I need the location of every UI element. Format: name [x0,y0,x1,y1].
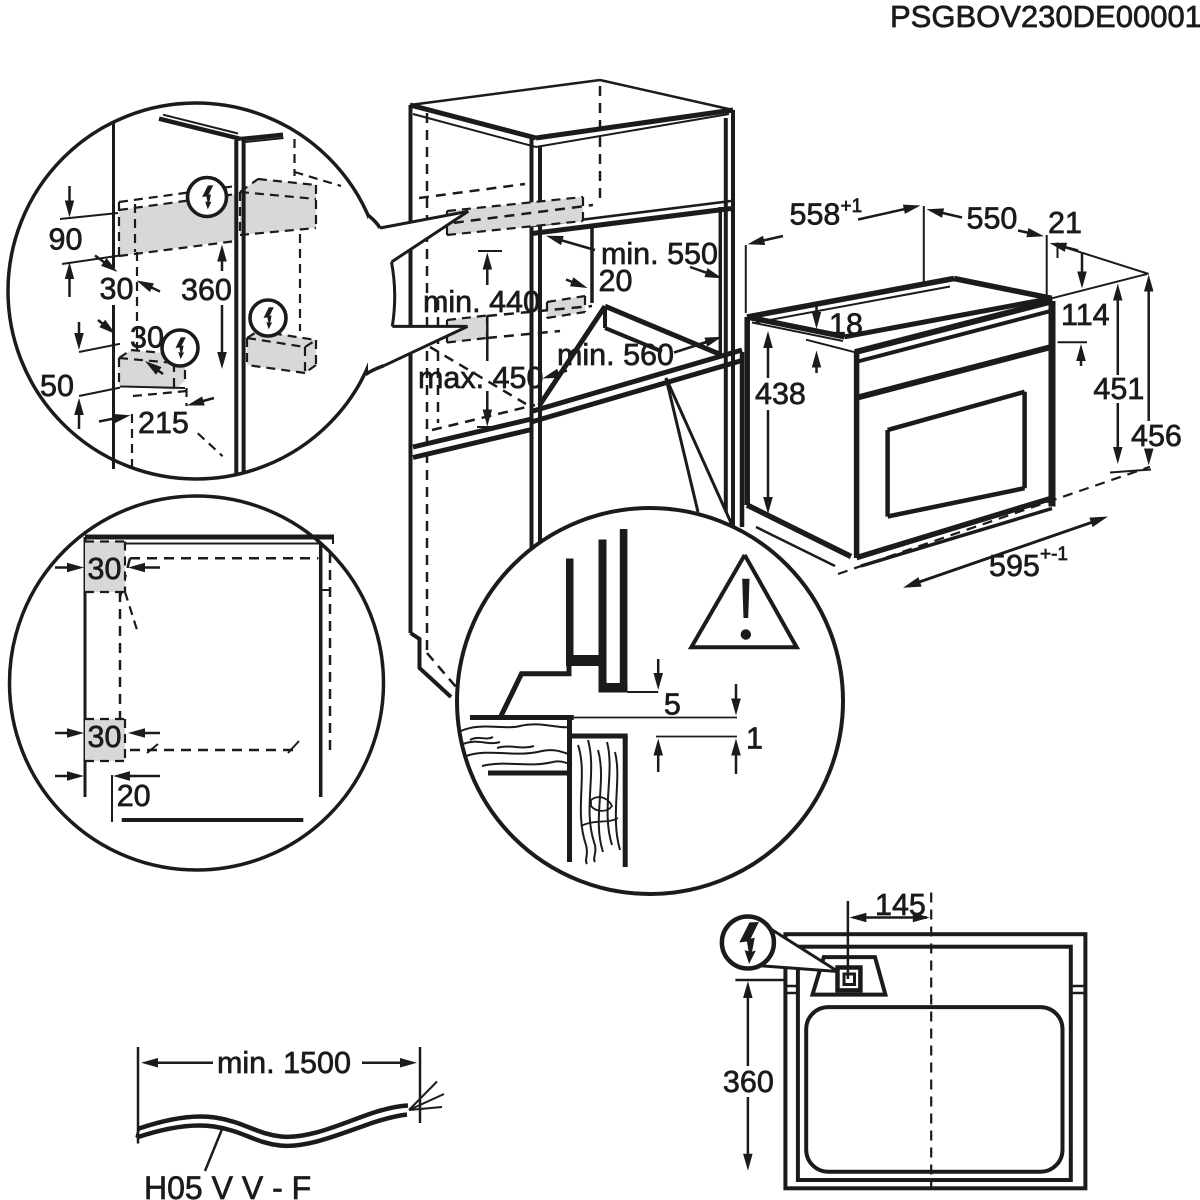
svg-text:438: 438 [755,377,806,411]
svg-text:18: 18 [829,308,863,342]
svg-text:360: 360 [181,273,232,307]
svg-text:30: 30 [100,272,134,306]
svg-text:max. 450: max. 450 [418,361,543,395]
svg-text:21: 21 [1048,206,1082,240]
svg-text:558: 558 [790,197,841,231]
svg-text:114: 114 [1061,298,1110,332]
svg-text:+1: +1 [841,196,863,217]
svg-text:min. 1500: min. 1500 [217,1046,351,1080]
svg-text:1: 1 [746,722,763,756]
svg-text:90: 90 [49,223,83,257]
svg-text:+-1: +-1 [1040,544,1068,565]
svg-text:50: 50 [40,369,74,403]
svg-text:5: 5 [664,688,681,722]
svg-text:30: 30 [88,720,122,754]
svg-text:215: 215 [138,406,189,440]
svg-text:30: 30 [130,321,164,355]
svg-text:PSGBOV230DE00001: PSGBOV230DE00001 [890,0,1200,34]
svg-text:360: 360 [723,1065,774,1099]
svg-text:min. 560: min. 560 [557,338,674,372]
svg-text:H05 V V - F: H05 V V - F [144,1170,311,1200]
svg-text:595: 595 [989,549,1040,583]
svg-text:550: 550 [967,202,1018,236]
svg-text:30: 30 [88,552,122,586]
svg-text:451: 451 [1093,372,1144,406]
svg-text:456: 456 [1131,419,1182,453]
svg-text:min. 550: min. 550 [601,237,718,271]
svg-text:20: 20 [117,779,151,813]
svg-text:min. 440: min. 440 [423,285,540,319]
svg-text:20: 20 [599,264,633,298]
